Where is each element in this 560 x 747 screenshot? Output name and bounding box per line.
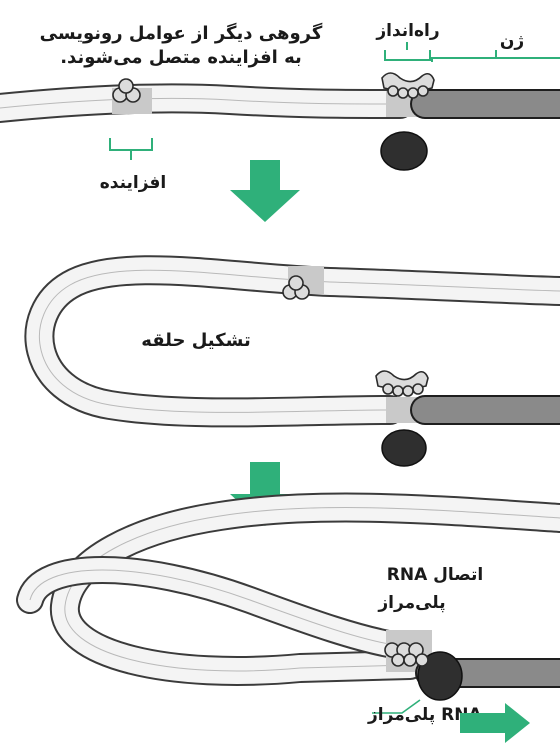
gene-label: ژن <box>500 31 524 51</box>
promoter-bracket <box>385 42 430 60</box>
polymerase-binding-label-line1: اتصال RNA <box>387 565 484 585</box>
enhancer-bracket <box>110 138 152 160</box>
panel-2-loop-forming <box>39 266 560 466</box>
promoter-label: راه‌انداز <box>375 21 439 41</box>
gene-bracket <box>432 50 560 62</box>
down-arrow-1 <box>230 160 300 222</box>
activator-beads <box>113 79 140 102</box>
other-factors-label-line1: گروهی دیگر از عوامل رونویسی <box>40 22 323 44</box>
enhancer-label: افزاینده <box>100 173 167 193</box>
rna-polymerase-shape-2 <box>382 430 426 466</box>
other-factors-label-line2: به افزاینده متصل می‌شوند. <box>60 47 302 68</box>
loop-formation-label: تشکیل حلقه <box>141 330 250 351</box>
panel-3-loop-complete <box>30 507 560 713</box>
rna-polymerase-shape <box>381 132 427 170</box>
transcription-factors-2 <box>376 371 428 396</box>
transcription-factors <box>382 73 434 98</box>
polymerase-binding-label-line2: پلی‌مراز <box>377 593 445 613</box>
